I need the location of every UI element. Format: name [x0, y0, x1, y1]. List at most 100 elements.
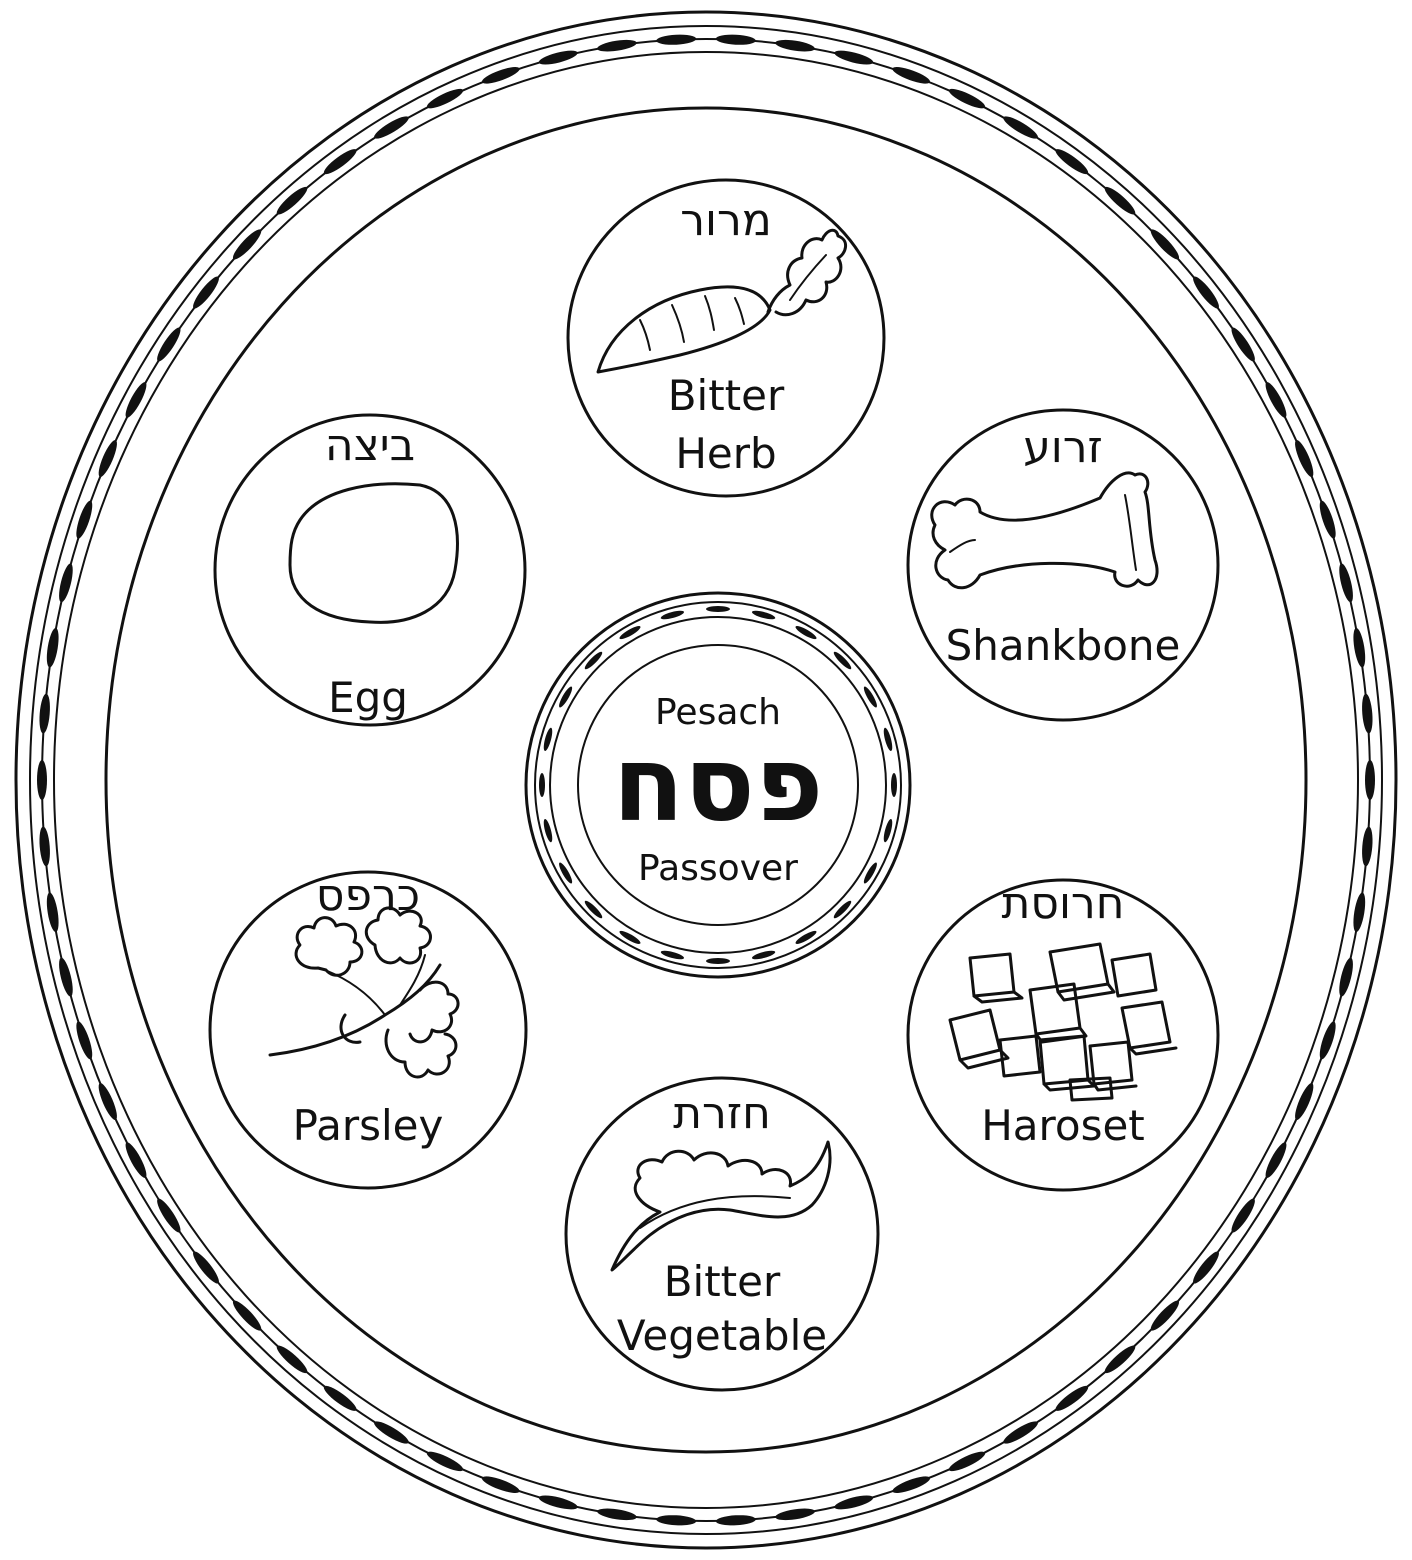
rim-dash: [154, 325, 184, 364]
rim-dash: [618, 624, 642, 641]
rim-dash: [56, 562, 75, 603]
rim-dash: [833, 48, 874, 68]
chazeret-hebrew: חזרת: [673, 1088, 771, 1139]
rim-dash: [891, 773, 897, 797]
rim-dash: [1361, 693, 1374, 734]
rim-dash: [656, 1514, 696, 1526]
rim-dash: [230, 226, 265, 262]
rim-dash: [794, 624, 818, 641]
rim-dash: [1102, 184, 1139, 218]
charoset-hebrew: חרוסת: [1001, 878, 1124, 929]
rim-dash: [596, 38, 637, 54]
center-hebrew-title: פסח: [613, 723, 824, 845]
rim-dash: [1292, 438, 1317, 479]
rim-dash: [190, 1249, 223, 1287]
item-karpas: כרפס Parsley: [210, 870, 526, 1188]
rim-dash: [538, 1493, 579, 1513]
rim-dash: [37, 760, 47, 800]
rim-dash: [716, 34, 756, 46]
rim-dash: [1361, 826, 1374, 867]
rim-dash: [190, 274, 223, 312]
rim-dash: [1102, 1342, 1139, 1376]
rim-dash: [45, 892, 61, 933]
center-bottom-label: Passover: [638, 848, 798, 889]
rim-dash: [1053, 1383, 1091, 1415]
maror-english-line2: Herb: [675, 429, 776, 478]
rim-dash: [122, 380, 150, 420]
rim-dash: [95, 1081, 120, 1122]
item-charoset: חרוסת Haroset: [908, 878, 1218, 1190]
rim-dash: [122, 1140, 150, 1180]
rim-dash: [1228, 325, 1258, 364]
rim-dash: [154, 1196, 184, 1235]
bone-icon: [932, 473, 1157, 588]
rim-dash: [706, 958, 730, 964]
item-chazeret: חזרת Bitter Vegetable: [566, 1078, 878, 1390]
chazeret-english-line2: Vegetable: [617, 1311, 827, 1360]
rim-dash: [1336, 562, 1355, 603]
rim-dash: [45, 627, 61, 668]
rim-dash: [372, 113, 411, 142]
rim-dash: [1001, 1418, 1040, 1447]
rim-dash: [230, 1298, 265, 1334]
rim-dash: [1262, 1140, 1290, 1180]
zeroa-english: Shankbone: [946, 621, 1181, 670]
charoset-english: Haroset: [981, 1101, 1145, 1150]
item-maror: מרור Bitter Herb: [568, 180, 884, 496]
rim-dash: [1148, 226, 1183, 262]
item-zeroa: זרוע Shankbone: [908, 410, 1218, 720]
chazeret-english-line1: Bitter: [664, 1257, 781, 1306]
item-beitzah: ביצה Egg: [215, 415, 525, 725]
parsley-icon: [270, 908, 458, 1077]
rim-dash: [1053, 146, 1091, 178]
rim-dash: [862, 861, 879, 885]
beitzah-english: Egg: [328, 673, 408, 722]
rim-dash: [947, 1448, 987, 1474]
rim-dash: [274, 184, 311, 218]
rim-dash: [539, 773, 545, 797]
rim-dash: [947, 85, 987, 111]
rim-dash: [38, 693, 51, 734]
rim-dash: [596, 1506, 637, 1522]
rim-dash: [425, 1448, 465, 1474]
rim-dash: [775, 1506, 816, 1522]
rim-dash: [1001, 113, 1040, 142]
egg-icon: [290, 484, 457, 623]
rim-dash: [1351, 892, 1367, 933]
rim-dash: [1148, 1298, 1183, 1334]
rim-dash: [1190, 1249, 1223, 1287]
rim-dash: [583, 650, 604, 671]
rim-dash: [1336, 956, 1355, 997]
rim-dash: [1262, 380, 1290, 420]
rim-dash: [832, 899, 853, 920]
rim-dash: [321, 146, 359, 178]
rim-dash: [716, 1514, 756, 1526]
rim-dash: [794, 929, 818, 946]
rim-dash: [832, 650, 853, 671]
rim-dash: [1228, 1196, 1258, 1235]
rim-dash: [95, 438, 120, 479]
maror-english-line1: Bitter: [668, 371, 785, 420]
rim-dash: [538, 48, 579, 68]
rim-dash: [862, 685, 879, 709]
rim-dash: [833, 1493, 874, 1513]
lettuce-icon: [612, 1142, 830, 1270]
zeroa-hebrew: זרוע: [1023, 422, 1103, 473]
center-medallion: Pesach פסח Passover: [526, 593, 910, 977]
rim-dash: [618, 929, 642, 946]
rim-dash: [775, 38, 816, 54]
rim-dash: [656, 34, 696, 46]
rim-dash: [425, 85, 465, 111]
rim-dash: [1190, 274, 1223, 312]
rim-dash: [1292, 1081, 1317, 1122]
rim-dash: [1351, 627, 1367, 668]
rim-dash: [321, 1383, 359, 1415]
rim-dash: [372, 1418, 411, 1447]
karpas-english: Parsley: [293, 1101, 444, 1150]
rim-dash: [38, 826, 51, 867]
rim-dash: [557, 685, 574, 709]
rim-dash: [583, 899, 604, 920]
carrot-icon: [598, 230, 846, 372]
rim-dash: [56, 956, 75, 997]
